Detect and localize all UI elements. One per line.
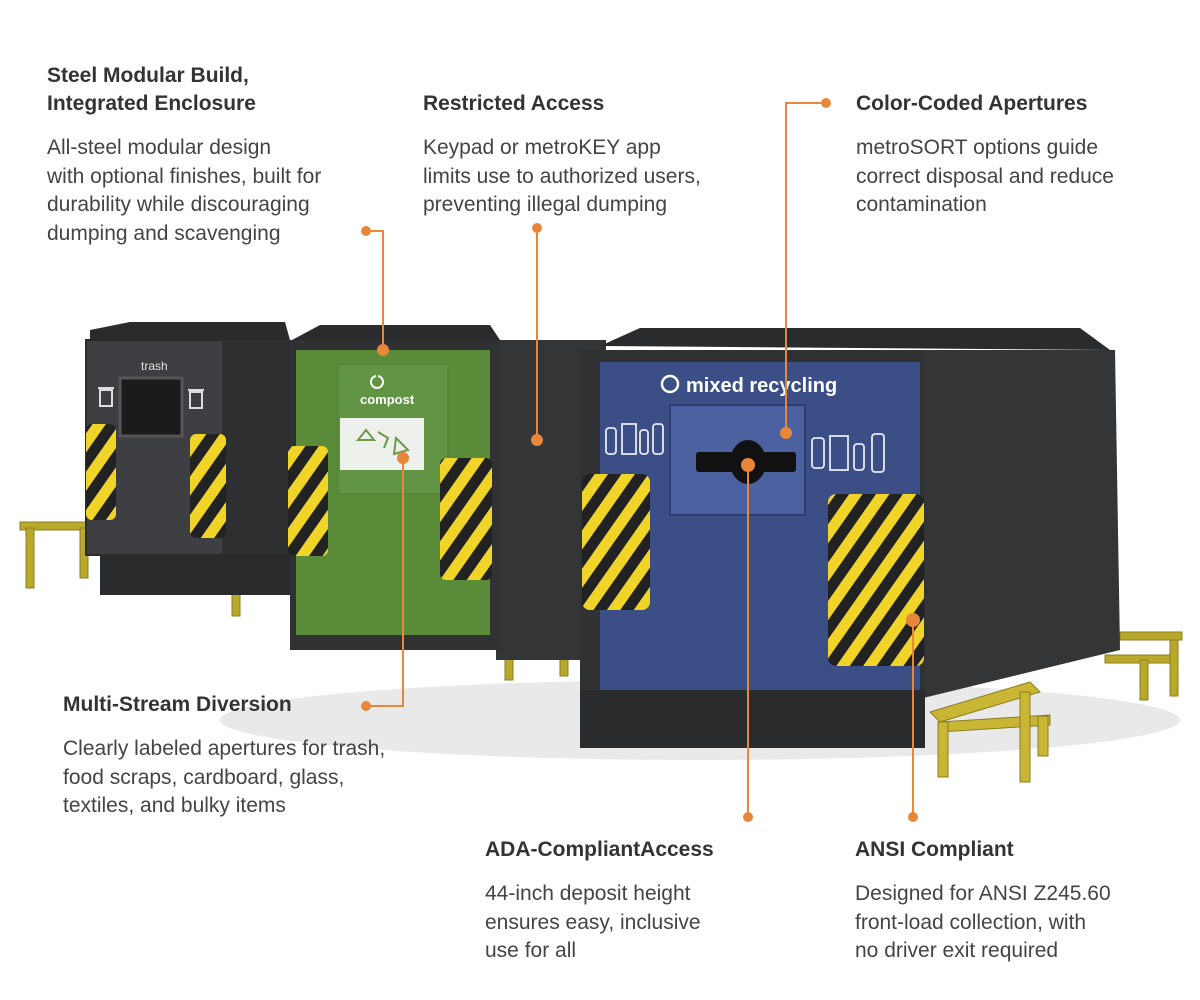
callout-multi-body: Clearly labeled apertures for trash, foo… [63, 737, 386, 817]
callout-ansi-title: ANSI Compliant [855, 838, 1014, 861]
bumper-rail-right [1104, 631, 1183, 701]
callout-ansi-body: Designed for ANSI Z245.60 front-load col… [855, 882, 1111, 962]
recycling-unit [580, 328, 1120, 748]
recycle-icon [660, 374, 680, 394]
callout-ada-body: 44-inch deposit height ensures easy, inc… [485, 882, 701, 962]
callout-steel-modular: Steel Modular Build, Integrated Enclosur… [47, 62, 427, 248]
bumper-rail-left [19, 521, 91, 589]
callout-ada-access: ADA-CompliantAccess 44-inch deposit heig… [485, 836, 785, 966]
bumper-rail-front-right [929, 681, 1051, 783]
callout-steel-title: Steel Modular Build, Integrated Enclosur… [47, 64, 256, 115]
food-scraps-icon [355, 428, 410, 456]
callout-multi-title: Multi-Stream Diversion [63, 693, 292, 716]
compost-leaf-icon [370, 375, 384, 389]
trash-unit [85, 322, 295, 595]
bottle-paper-icons-left [605, 423, 664, 455]
callout-restricted-access: Restricted Access Keypad or metroKEY app… [423, 90, 783, 220]
trash-icon [98, 387, 204, 409]
callout-multi-stream: Multi-Stream Diversion Clearly labeled a… [63, 691, 463, 821]
callout-restricted-body: Keypad or metroKEY app limits use to aut… [423, 136, 701, 216]
callout-color-coded: Color-Coded Apertures metroSORT options … [856, 90, 1186, 220]
compost-label: compost [360, 392, 415, 407]
callout-leaders [361, 98, 920, 822]
callout-restricted-title: Restricted Access [423, 92, 605, 115]
callout-steel-body: All-steel modular design with optional f… [47, 136, 322, 245]
compost-unit [288, 325, 606, 660]
recycling-label: mixed recycling [686, 375, 837, 397]
callout-color-title: Color-Coded Apertures [856, 92, 1088, 115]
trash-label: trash [141, 359, 168, 373]
callout-ada-title: ADA-CompliantAccess [485, 838, 714, 861]
callout-color-body: metroSORT options guide correct disposal… [856, 136, 1114, 216]
bottle-paper-icons-right [811, 433, 885, 473]
callout-ansi-compliant: ANSI Compliant Designed for ANSI Z245.60… [855, 836, 1185, 966]
